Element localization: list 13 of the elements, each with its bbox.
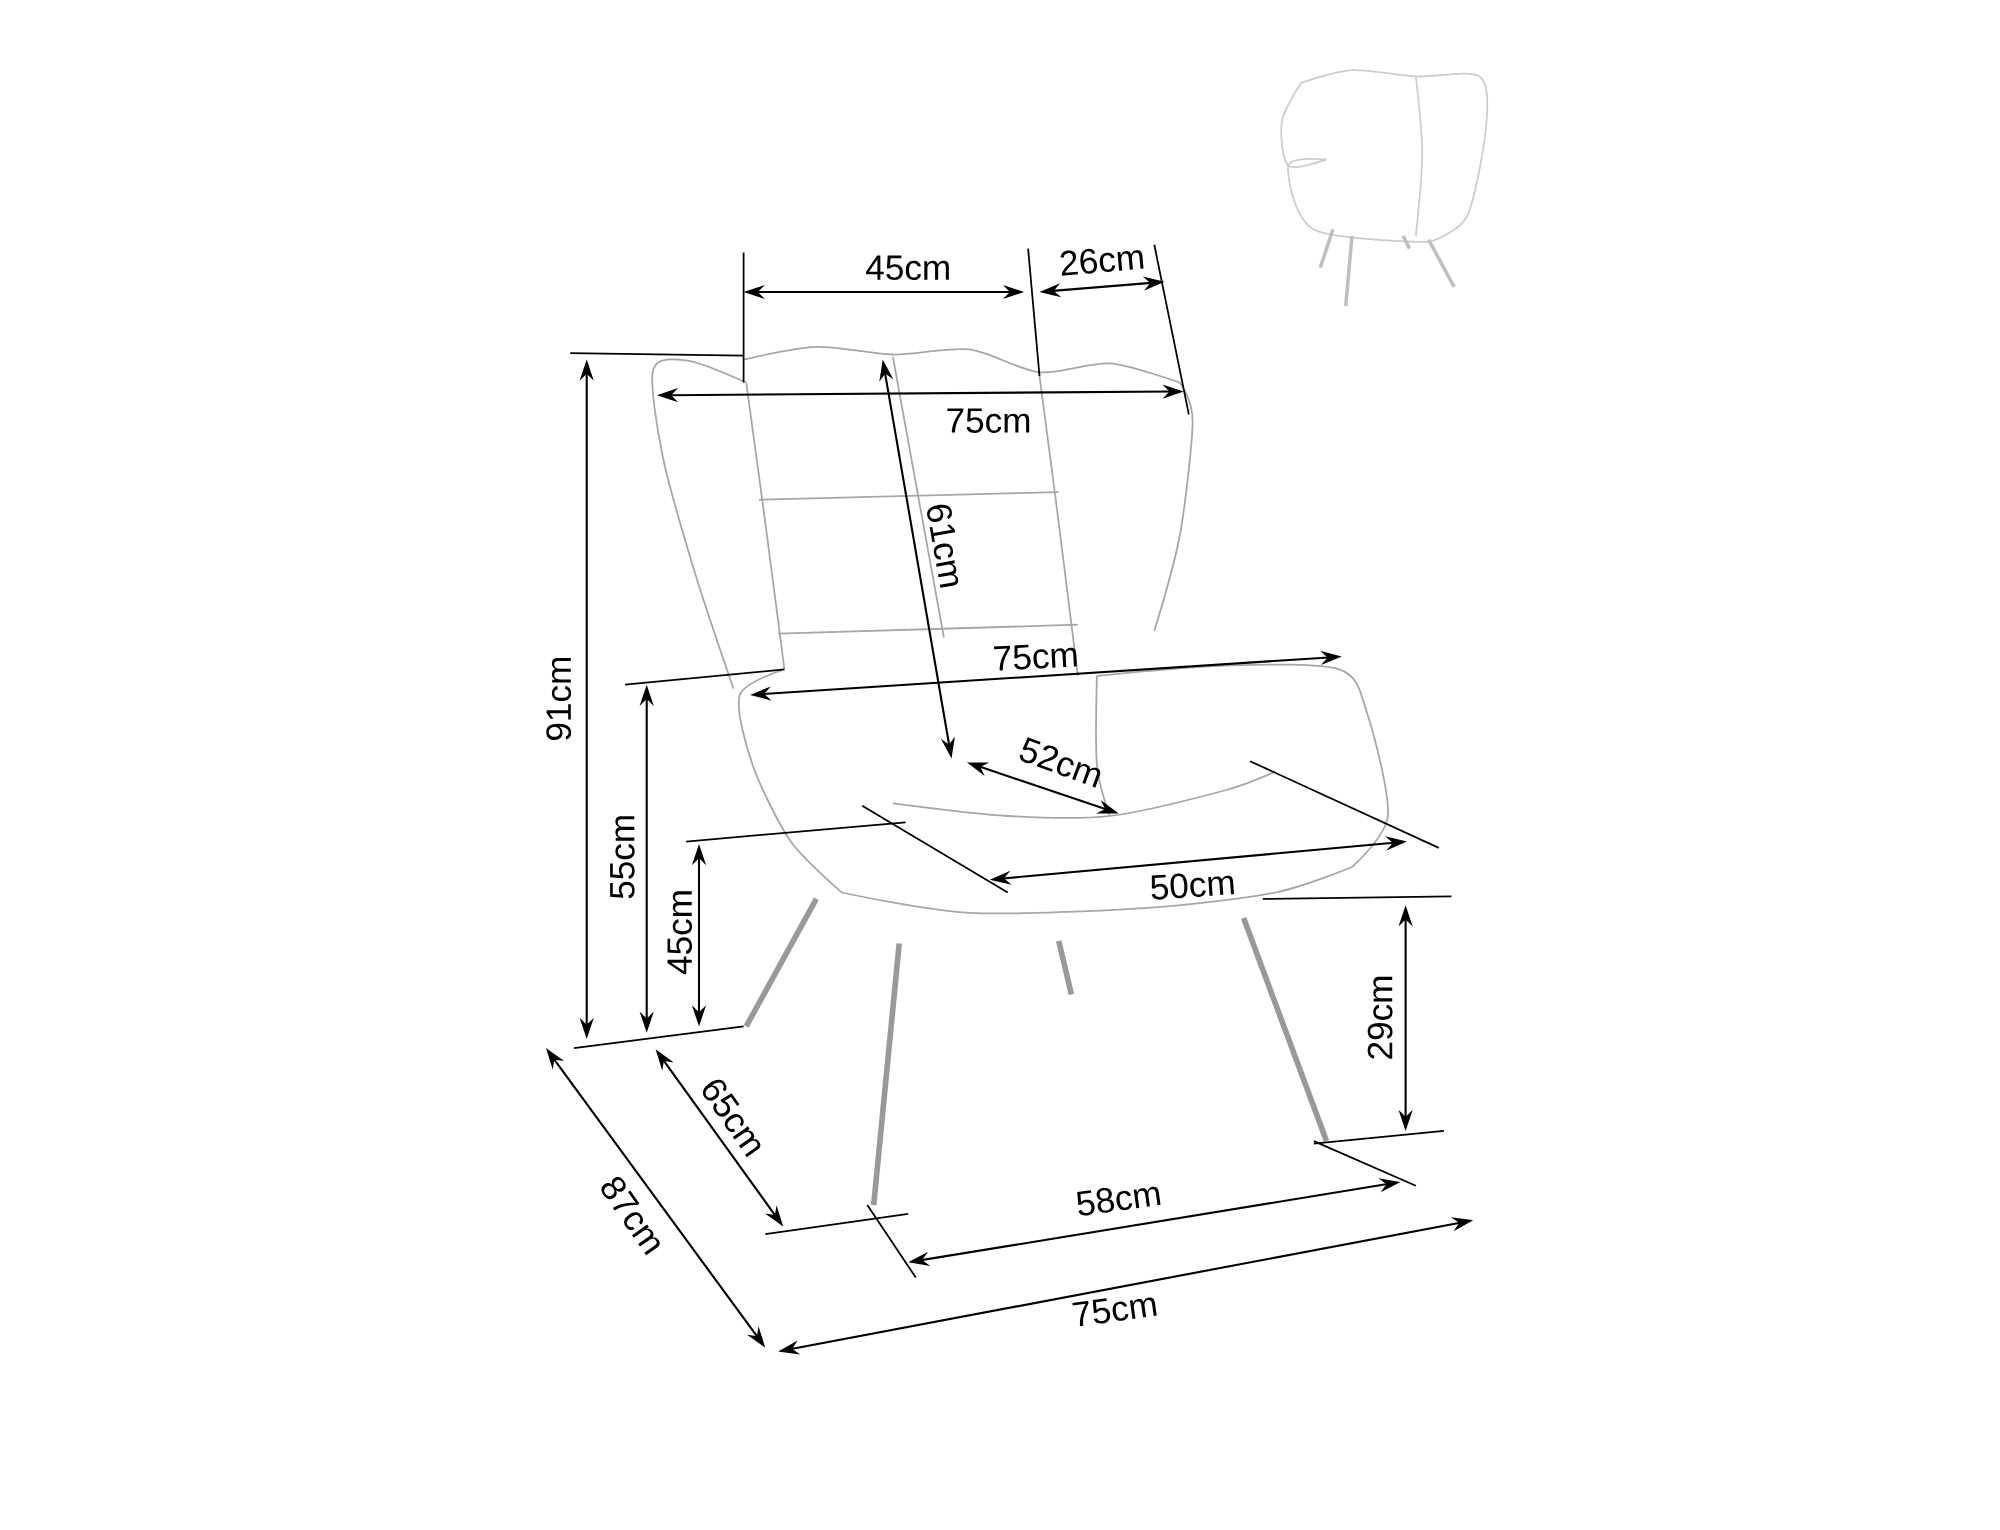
dimension-label: 75cm <box>947 408 1030 433</box>
dimension-label: 91cm <box>546 658 572 740</box>
dimension-label: 26cm <box>1060 248 1144 276</box>
dimension-label: 50cm <box>1151 873 1234 900</box>
dimension-label: 45cm <box>667 891 693 975</box>
dimension-label: 75cm <box>993 644 1077 671</box>
dimension-label: 52cm <box>1019 737 1101 788</box>
dimension-label: 75cm <box>1072 1297 1157 1327</box>
dimension-label: 29cm <box>1367 976 1393 1059</box>
dimension-label: 61cm <box>927 504 959 588</box>
dimension-label: 55cm <box>610 816 635 899</box>
dimension-label: 45cm <box>866 255 949 281</box>
dimension-label: 58cm <box>1077 1186 1161 1216</box>
